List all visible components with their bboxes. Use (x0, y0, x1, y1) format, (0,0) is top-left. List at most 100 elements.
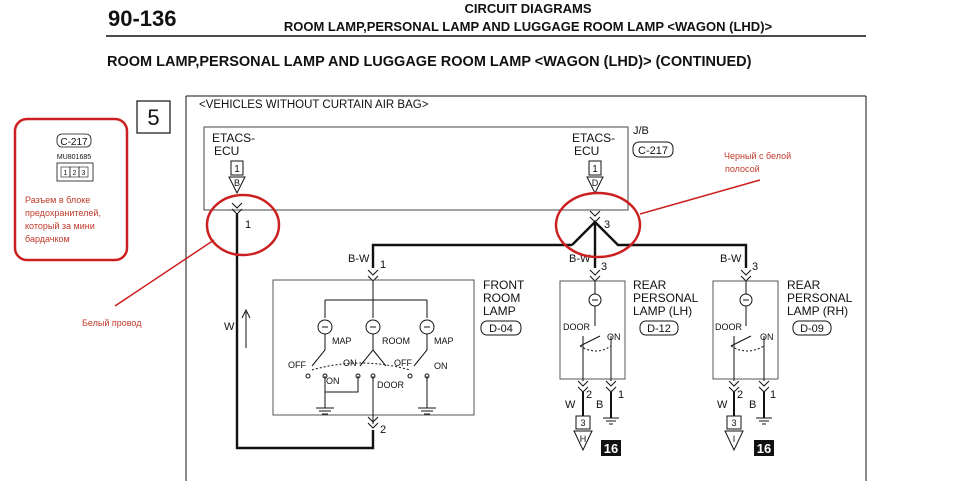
rear-rh-connector: D-09 (800, 323, 824, 335)
rear-lh-pin-b: 1 (618, 389, 624, 401)
rear-rh-pin-b: 1 (770, 389, 776, 401)
rear-lh-door: DOOR (563, 322, 591, 332)
note-black-line2: полосой (725, 164, 760, 174)
rear-rh-switch (730, 281, 765, 381)
rear-lh-pin-top: 3 (601, 261, 607, 273)
right-pin-box (588, 160, 602, 176)
front-pin-bottom-chevron (367, 416, 379, 429)
section-subtitle: ROOM LAMP,PERSONAL LAMP AND LUGGAGE ROOM… (284, 19, 773, 34)
front-on-mid: ON (343, 358, 357, 368)
mini-connector-pin2-label: 2 (73, 170, 77, 177)
bw-wire-left (371, 222, 597, 268)
rear-lh-on: ON (607, 332, 621, 342)
rear-rh-title3: LAMP (RH) (787, 304, 848, 318)
mini-connector-pin1-label: 1 (64, 170, 68, 177)
rear-lh-out-triangle-label: H (580, 434, 587, 444)
rear-lh-wire-b: B (596, 399, 603, 411)
rear-rh-out-box-label: 3 (731, 418, 736, 428)
note-connector-line3: который за мини (25, 221, 95, 231)
white-wire-label: W (224, 321, 235, 333)
front-map-left: MAP (332, 336, 352, 346)
rear-lh-title1: REAR (633, 278, 667, 292)
rear-rh-title2: PERSONAL (787, 291, 853, 305)
front-contact-1 (305, 373, 311, 379)
front-lamp-internal-ground (316, 376, 436, 424)
front-lamp-line2: ROOM (483, 291, 520, 305)
note-connector-line2: предохранителей, (25, 208, 101, 218)
highlight-ellipse-right (554, 191, 642, 259)
rear-lh-connector-frame (639, 320, 679, 336)
rear-rh-title1: REAR (787, 278, 821, 292)
etacs-right-line2: ECU (574, 144, 599, 158)
diagram-title: ROOM LAMP,PERSONAL LAMP AND LUGGAGE ROOM… (107, 54, 752, 70)
note-connector-line1: Разъем в блоке (25, 195, 90, 205)
front-pin-bottom: 2 (380, 424, 386, 436)
etacs-right-line1: ETACS- (572, 131, 615, 145)
rear-lh-switch (579, 281, 612, 381)
rear-lh-out-box (575, 415, 591, 430)
mini-connector-code-frame (56, 133, 92, 148)
bw-wire-main (571, 220, 748, 268)
rear-lh-wire-a: W (565, 399, 576, 411)
right-pin-triangle (586, 176, 604, 195)
front-map-right: MAP (434, 336, 454, 346)
section-title: CIRCUIT DIAGRAMS (464, 1, 591, 16)
left-pin-box-label: 1 (234, 164, 240, 175)
etacs-left-line1: ETACS- (212, 131, 255, 145)
rear-rh-connector-frame (792, 320, 832, 336)
rear-rh-wire-b: B (749, 399, 756, 411)
pointer-line-black (639, 179, 761, 215)
mini-connector-pin3-label: 3 (82, 170, 86, 177)
front-pin-top: 1 (380, 259, 386, 271)
left-pin-chevron (231, 202, 243, 215)
current-arrow-icon (241, 308, 251, 348)
rear-rh-top-chevron (740, 269, 752, 282)
right-pin-box-label: 1 (592, 164, 598, 175)
bw-front-label: B-W (348, 253, 370, 265)
bw-rear-rh-label: B-W (720, 253, 742, 265)
jb-label: J/B (633, 125, 649, 137)
highlight-ellipse-left (205, 193, 281, 257)
rear-rh-on: ON (760, 332, 774, 342)
mini-connector-pin3 (78, 166, 89, 178)
right-pin-triangle-label: D (592, 178, 599, 188)
front-contact-5 (407, 373, 413, 379)
rear-rh-ground-icon (756, 417, 772, 425)
front-switch-links (311, 362, 411, 371)
etacs-left-line2: ECU (214, 144, 239, 158)
white-wire (235, 214, 375, 450)
rear-rh-wire-a: W (717, 399, 728, 411)
front-off-left: OFF (288, 360, 306, 370)
rear-rh-bottom-chevrons (728, 380, 770, 393)
front-lamp-connector: D-04 (489, 323, 513, 335)
front-switches (311, 334, 428, 367)
rear-lh-title3: LAMP (LH) (633, 304, 692, 318)
rear-rh-ground-badge (754, 440, 774, 456)
rear-rh-out-triangle (724, 430, 744, 452)
rear-lh-top-chevron (589, 269, 601, 282)
etacs-ecu-box (203, 126, 629, 211)
note-black-line1: Черный с белой (724, 151, 791, 161)
mini-connector-code: C-217 (60, 137, 88, 148)
rear-rh-ground-number: 16 (757, 441, 771, 456)
rear-lh-switch-link (579, 345, 612, 352)
rear-lh-wires (582, 392, 612, 418)
rear-rh-door: DOOR (715, 322, 743, 332)
front-lamp-bus (324, 281, 428, 318)
note-connector-line4: бардачком (25, 234, 70, 244)
rear-rh-out-box (726, 415, 742, 430)
front-on-left: ON (326, 376, 340, 386)
front-door: DOOR (377, 380, 405, 390)
front-lamp-line1: FRONT (483, 278, 525, 292)
front-lamp-line3: LAMP (483, 304, 516, 318)
rear-lh-out-triangle (573, 430, 593, 452)
condition-label: <VEHICLES WITHOUT CURTAIN AIR BAG> (199, 99, 429, 111)
rear-rh-wires (733, 392, 765, 418)
pointer-line-white (114, 239, 215, 307)
left-pin-triangle-label: B (234, 178, 240, 188)
jb-connector-label: C-217 (638, 145, 668, 157)
rear-lh-title2: PERSONAL (633, 291, 699, 305)
note-white: Белый провод (82, 318, 142, 328)
connector-annotation-box (13, 117, 129, 262)
